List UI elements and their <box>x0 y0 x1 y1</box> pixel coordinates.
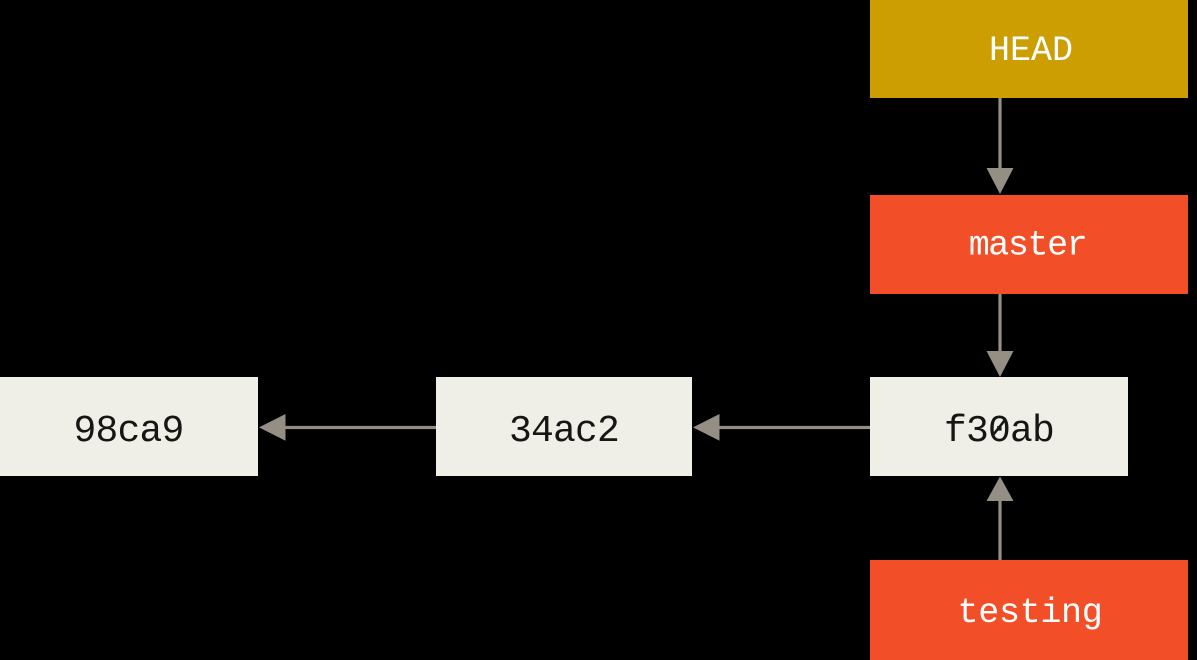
svg-text:f30ab: f30ab <box>944 410 1054 453</box>
svg-text:HEAD: HEAD <box>989 31 1073 71</box>
svg-text:testing: testing <box>958 593 1103 633</box>
svg-text:master: master <box>969 226 1087 266</box>
svg-text:98ca9: 98ca9 <box>73 410 183 453</box>
svg-text:34ac2: 34ac2 <box>509 410 619 453</box>
